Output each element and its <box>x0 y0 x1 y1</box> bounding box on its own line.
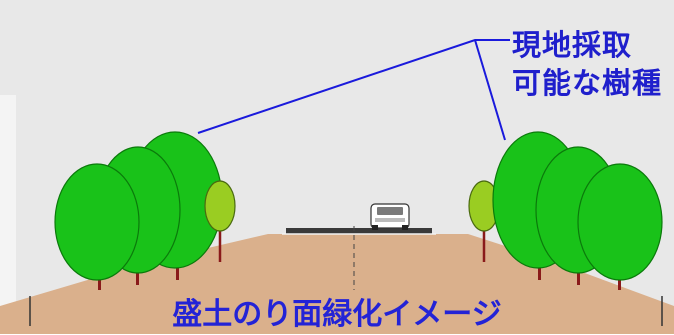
shrub-left <box>204 180 236 232</box>
road-surface <box>286 228 432 234</box>
car-icon <box>370 203 410 230</box>
tree-left-front <box>54 163 140 281</box>
tree-right-front <box>577 163 663 281</box>
callout-leader-line-right <box>474 39 506 141</box>
callout-line-2: 可能な樹種 <box>512 66 663 100</box>
diagram-caption: 盛土のり面緑化イメージ <box>172 297 502 332</box>
right-tree-group <box>468 131 663 290</box>
left-tree-group <box>54 131 236 290</box>
callout-label: 現地採取 可能な樹種 <box>512 26 674 102</box>
left-light-strip <box>0 95 16 334</box>
callout-line-1: 現地採取 <box>512 28 633 62</box>
